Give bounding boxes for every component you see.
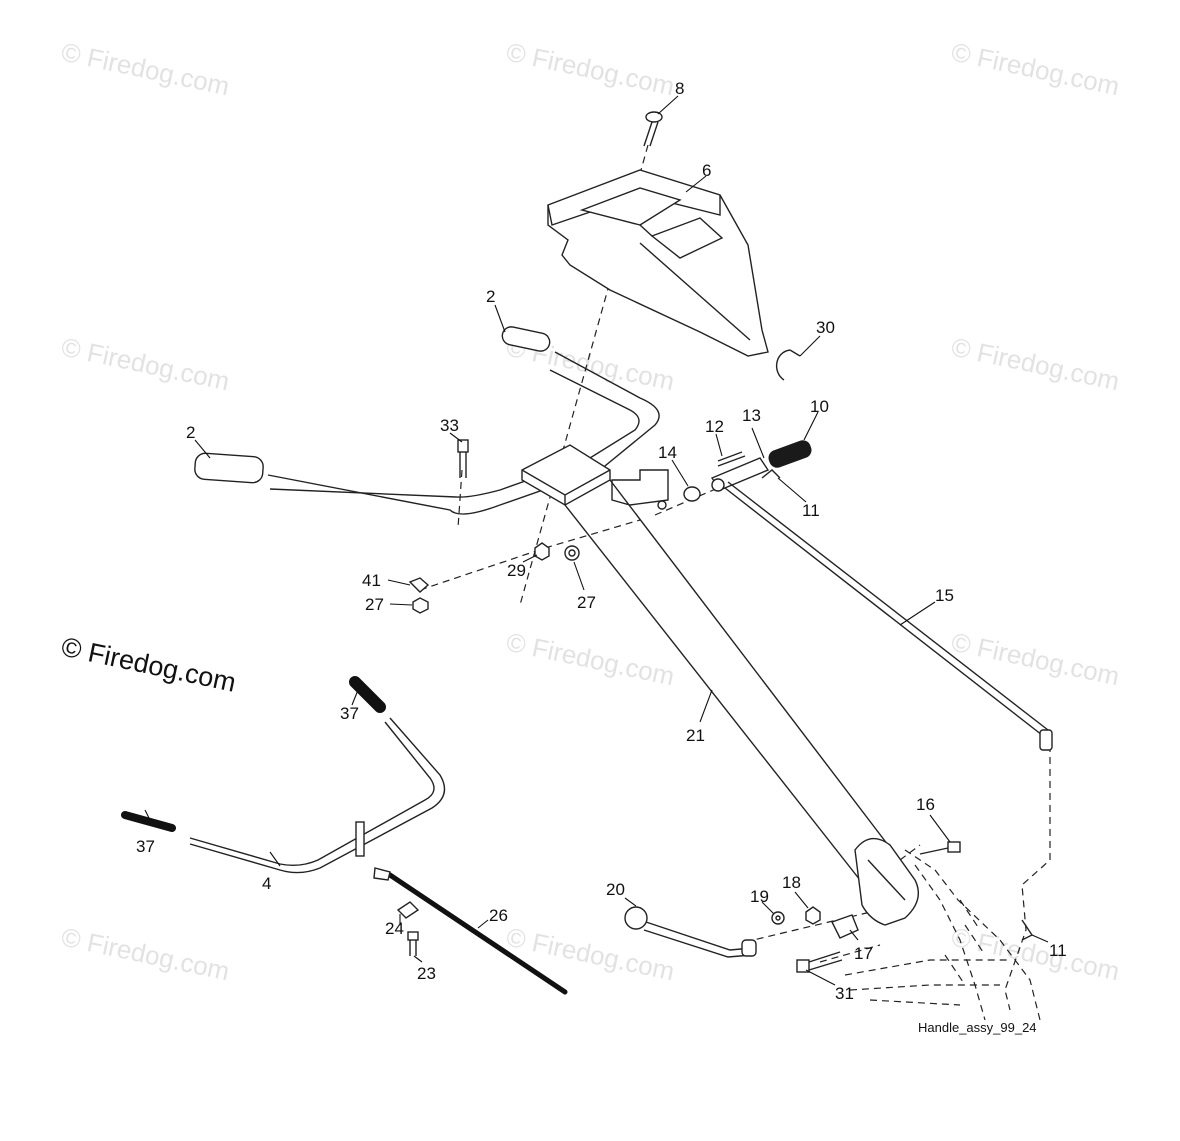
callout-label: 12 xyxy=(705,417,724,436)
part-grip-2-upper xyxy=(501,326,551,352)
callout-label: 27 xyxy=(577,593,596,612)
callout-label: 37 xyxy=(340,704,359,723)
callout-label: 14 xyxy=(658,443,677,462)
part-lever-13 xyxy=(710,457,770,492)
tiller-frame-context xyxy=(844,849,1041,1021)
callout-label: 26 xyxy=(489,906,508,925)
leader-lines xyxy=(144,95,1049,986)
callout-label: 31 xyxy=(835,984,854,1003)
callout-label: 18 xyxy=(782,873,801,892)
callout-layer: 8 6 2 30 33 2 12 13 10 14 11 29 41 27 27… xyxy=(136,79,1067,1003)
part-grip-37-upper xyxy=(349,676,386,713)
part-pin-12 xyxy=(717,451,746,467)
part-screw-8 xyxy=(643,111,663,147)
callout-label: 2 xyxy=(486,287,495,306)
callout-label: 21 xyxy=(686,726,705,745)
callout-label: 29 xyxy=(507,561,526,580)
part-bolt-33 xyxy=(457,439,469,478)
callout-label: 19 xyxy=(750,887,769,906)
callout-label: 20 xyxy=(606,880,625,899)
part-control-bail-4 xyxy=(189,717,446,874)
callout-label: 2 xyxy=(186,423,195,442)
callout-label: 11 xyxy=(802,501,820,520)
callout-label: 17 xyxy=(854,944,873,963)
callout-label: 33 xyxy=(440,416,459,435)
callout-label: 6 xyxy=(702,161,711,180)
part-screw-23 xyxy=(407,931,419,956)
part-clip-24 xyxy=(396,901,420,919)
part-rod-15 xyxy=(724,481,1053,751)
watermark: © Firedog.com xyxy=(949,627,1122,692)
callout-label: 8 xyxy=(675,79,684,98)
watermark: © Firedog.com xyxy=(59,332,232,397)
part-hairpin-11-upper xyxy=(761,469,781,479)
watermark: © Firedog.com xyxy=(59,37,232,102)
watermark-main: © Firedog.com xyxy=(59,632,239,698)
callout-label: 30 xyxy=(816,318,835,337)
callout-label: 37 xyxy=(136,837,155,856)
part-clip-30 xyxy=(775,349,801,381)
part-handle-tube-21 xyxy=(564,479,919,926)
part-bolt-16 xyxy=(919,841,961,855)
callout-label: 13 xyxy=(742,406,761,425)
callout-label: 27 xyxy=(365,595,384,614)
part-bolt-31 xyxy=(796,951,843,973)
part-shift-lever-20 xyxy=(624,906,757,958)
watermark-layer: © Firedog.com © Firedog.com © Firedog.co… xyxy=(59,37,1122,987)
part-hardware-small xyxy=(408,542,580,614)
watermark: © Firedog.com xyxy=(949,922,1122,987)
callout-label: 4 xyxy=(262,874,271,893)
callout-label: 15 xyxy=(935,586,954,605)
watermark: © Firedog.com xyxy=(949,37,1122,102)
watermark: © Firedog.com xyxy=(949,332,1122,397)
watermark: © Firedog.com xyxy=(504,922,677,987)
callout-label: 24 xyxy=(385,919,404,938)
callout-label: 11 xyxy=(1049,941,1067,960)
watermark: © Firedog.com xyxy=(504,627,677,692)
part-grip-37-left xyxy=(121,811,176,832)
watermark: © Firedog.com xyxy=(504,37,677,102)
diagram-caption: Handle_assy_99_24 xyxy=(918,1020,1037,1035)
part-cable-26 xyxy=(387,872,568,995)
part-console-6 xyxy=(547,169,769,357)
watermark: © Firedog.com xyxy=(59,922,232,987)
part-handlebar xyxy=(267,351,660,515)
callout-label: 23 xyxy=(417,964,436,983)
part-grip-10 xyxy=(768,440,812,468)
callout-label: 16 xyxy=(916,795,935,814)
callout-label: 41 xyxy=(362,571,381,590)
callout-label: 10 xyxy=(810,397,829,416)
part-spacer-14 xyxy=(683,486,701,502)
part-grip-2-left xyxy=(194,452,264,484)
part-cable-end xyxy=(373,867,391,881)
